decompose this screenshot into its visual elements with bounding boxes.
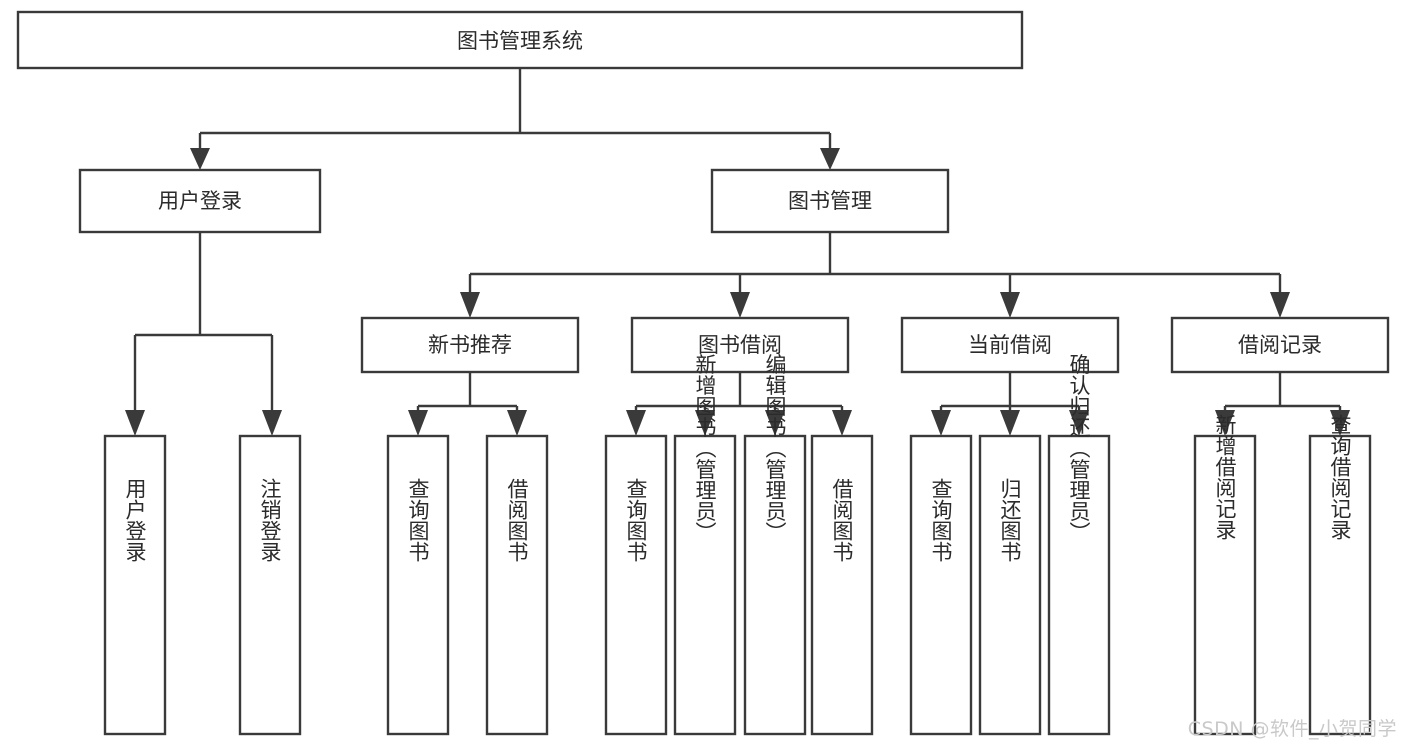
node-new-book-recommend[interactable]: 新书推荐 (360, 316, 580, 374)
leaf-add-book-box[interactable] (673, 434, 737, 736)
arrowhead-current-borrow (1000, 292, 1020, 318)
leaf-edit-book-box[interactable] (743, 434, 807, 736)
leaf-node-return-book[interactable]: 归还图书 (978, 434, 1042, 736)
leaf-query-record-label: 查询借阅记录 (1328, 414, 1352, 540)
node-book-manage-box[interactable] (710, 168, 950, 234)
arrowhead-leaf-query-record (1330, 410, 1350, 436)
leaf-return-book-label: 归还图书 (998, 478, 1022, 562)
leaf-node-logout[interactable]: 注销登录 (238, 434, 302, 736)
arrowhead-book-manage (820, 148, 840, 170)
connectors-borrow-record-to-leaves (1215, 372, 1350, 436)
node-root-label: 图书管理系统 (457, 29, 583, 53)
arrowhead-new-book-recommend (460, 292, 480, 318)
leaf-node-add-record[interactable]: 新增借阅记录 (1193, 414, 1257, 736)
leaf-node-borrow-book-1[interactable]: 借阅图书 (485, 434, 549, 736)
leaf-node-confirm-return[interactable]: 确认归还（管理员） (1047, 354, 1111, 736)
node-book-manage[interactable]: 图书管理 (710, 168, 950, 234)
node-root[interactable]: 图书管理系统 (16, 10, 1024, 70)
leaf-user-login-label: 用户登录 (123, 478, 147, 562)
node-user-login-box[interactable] (78, 168, 322, 234)
node-book-manage-label: 图书管理 (788, 189, 872, 213)
leaf-borrow-book-1-label: 借阅图书 (505, 478, 529, 562)
leaf-logout-label: 注销登录 (258, 478, 282, 562)
node-book-borrow-label: 图书借阅 (698, 333, 782, 357)
leaf-logout-box[interactable] (238, 434, 302, 736)
node-current-borrow-box[interactable] (900, 316, 1120, 374)
leaf-return-book-box[interactable] (978, 434, 1042, 736)
leaf-node-user-login[interactable]: 用户登录 (103, 434, 167, 736)
leaf-add-record-box[interactable] (1193, 434, 1257, 736)
connectors-current-borrow-to-leaves (931, 372, 1089, 436)
leaf-node-edit-book[interactable]: 编辑图书（管理员） (743, 354, 807, 736)
node-book-borrow[interactable]: 图书借阅 (630, 316, 850, 374)
arrowhead-leaf-borrow-book-1 (507, 410, 527, 436)
node-book-borrow-box[interactable] (630, 316, 850, 374)
leaf-add-record-label: 新增借阅记录 (1213, 414, 1237, 540)
connectors-book-borrow-to-leaves (626, 372, 852, 436)
leaf-borrow-book-2-box[interactable] (810, 434, 874, 736)
node-borrow-record[interactable]: 借阅记录 (1170, 316, 1390, 374)
connectors-book-manage-to-level3 (460, 232, 1290, 318)
leaf-borrow-book-2-label: 借阅图书 (830, 478, 854, 562)
arrowhead-leaf-user-login (125, 410, 145, 436)
node-user-login[interactable]: 用户登录 (78, 168, 322, 234)
leaf-query-book-1-box[interactable] (386, 434, 450, 736)
connectors-user-login-to-leaves (125, 232, 282, 436)
arrowhead-leaf-query-book-2 (626, 410, 646, 436)
leaf-confirm-return-box[interactable] (1047, 434, 1111, 736)
arrowhead-borrow-record (1270, 292, 1290, 318)
leaf-node-borrow-book-2[interactable]: 借阅图书 (810, 434, 874, 736)
arrowhead-leaf-edit-book (765, 410, 785, 436)
arrowhead-user-login (190, 148, 210, 170)
arrowhead-leaf-borrow-book-2 (832, 410, 852, 436)
arrowhead-leaf-logout (262, 410, 282, 436)
leaf-node-query-book-3[interactable]: 查询图书 (909, 434, 973, 736)
node-new-book-recommend-box[interactable] (360, 316, 580, 374)
leaf-edit-book-label: 编辑图书（管理员） (763, 354, 787, 543)
leaf-query-book-2-label: 查询图书 (624, 478, 648, 562)
connectors-new-book-recommend-to-leaves (408, 372, 527, 436)
leaf-query-record-box[interactable] (1308, 434, 1372, 736)
arrowhead-leaf-query-book-1 (408, 410, 428, 436)
leaf-confirm-return-label: 确认归还（管理员） (1067, 354, 1091, 543)
connectors-root-to-level2 (190, 68, 840, 170)
csdn-watermark: CSDN @软件_小贺同学 (1187, 718, 1397, 740)
leaf-query-book-2-box[interactable] (604, 434, 668, 736)
leaf-query-book-3-label: 查询图书 (929, 478, 953, 562)
arrowhead-leaf-return-book (1000, 410, 1020, 436)
node-root-box[interactable] (16, 10, 1024, 70)
leaf-query-book-3-box[interactable] (909, 434, 973, 736)
arrowhead-leaf-add-book (695, 410, 715, 436)
leaf-add-book-label: 新增图书（管理员） (693, 354, 717, 543)
arrowhead-leaf-query-book-3 (931, 410, 951, 436)
leaf-node-add-book[interactable]: 新增图书（管理员） (673, 354, 737, 736)
arrowhead-book-borrow (730, 292, 750, 318)
leaf-user-login-box[interactable] (103, 434, 167, 736)
node-borrow-record-box[interactable] (1170, 316, 1390, 374)
leaf-node-query-book-1[interactable]: 查询图书 (386, 434, 450, 736)
node-current-borrow[interactable]: 当前借阅 (900, 316, 1120, 374)
arrowhead-leaf-add-record (1215, 410, 1235, 436)
node-current-borrow-label: 当前借阅 (968, 333, 1052, 357)
leaf-node-query-book-2[interactable]: 查询图书 (604, 434, 668, 736)
node-borrow-record-label: 借阅记录 (1238, 333, 1322, 357)
leaf-query-book-1-label: 查询图书 (406, 478, 430, 562)
arrowhead-leaf-confirm-return (1069, 410, 1089, 436)
leaf-node-query-record[interactable]: 查询借阅记录 (1308, 414, 1372, 736)
node-new-book-recommend-label: 新书推荐 (428, 333, 512, 357)
leaf-borrow-book-1-box[interactable] (485, 434, 549, 736)
node-user-login-label: 用户登录 (158, 189, 242, 213)
